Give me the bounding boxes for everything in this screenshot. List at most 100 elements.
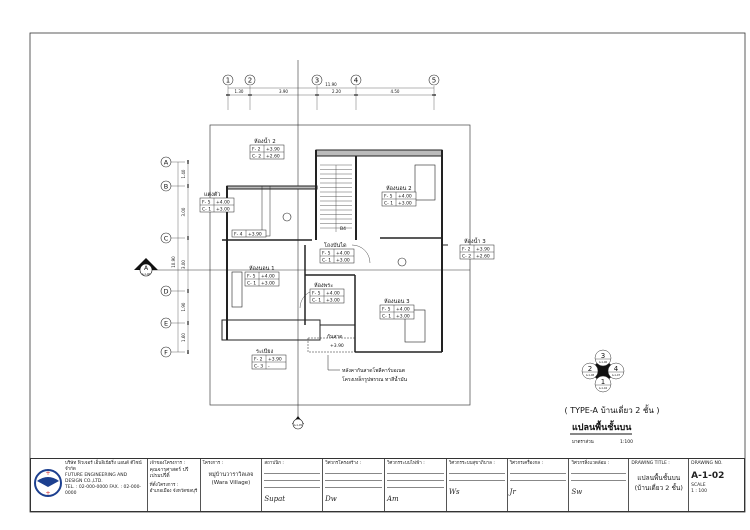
svg-text:+4.00: +4.00 bbox=[396, 307, 410, 313]
room-name: ระเบียง bbox=[256, 348, 274, 355]
room-name: โถงบันได bbox=[324, 241, 347, 249]
type-label: ( TYPE-A บ้านเดี่ยว 2 ชั้น ) bbox=[565, 404, 660, 415]
staircase bbox=[320, 164, 352, 232]
svg-text:F- 5: F- 5 bbox=[202, 200, 211, 206]
svg-text:5: 5 bbox=[432, 77, 436, 85]
sheet-border bbox=[29, 32, 746, 513]
svg-text:+3.00: +3.00 bbox=[216, 207, 230, 213]
grid-bubble-5: 5 bbox=[428, 74, 440, 86]
svg-text:+3.00: +3.00 bbox=[396, 314, 410, 320]
svg-text:C- 3: C- 3 bbox=[254, 364, 263, 370]
plan-frame bbox=[209, 124, 471, 406]
room-tag: ระเบียงF- 2+3.90C- 3- bbox=[251, 348, 287, 370]
electrical-signature: Am bbox=[387, 495, 399, 503]
grid-bubble-B: B bbox=[160, 180, 172, 192]
owner-cell: เจ้าของโครงการ : คุณจารุศาสตร์ ปรีเปรมปร… bbox=[148, 459, 201, 511]
company-name-en: FUTURE ENGINEERING AND DESIGN CO.,LTD. bbox=[65, 473, 128, 484]
environment-label: วิศวกรสิ่งแวดล้อม : bbox=[571, 461, 610, 466]
svg-text:C- 1: C- 1 bbox=[382, 314, 391, 320]
architect-cell: สถาปนิก :Supat bbox=[262, 459, 324, 511]
drawing-title-value: แปลนพื้นชั้นบน bbox=[637, 474, 681, 482]
mechanical-cell: วิศวกรเครื่องกล :Jr bbox=[508, 459, 570, 511]
sanitary-label: วิศวกรระบบสุขาภิบาล : bbox=[448, 461, 495, 466]
svg-text:+4.00: +4.00 bbox=[326, 291, 340, 297]
project-cell: โครงการ : หมู่บ้านวาราวิลเลจ (Wara Villag… bbox=[201, 459, 263, 511]
svg-text:C- 2: C- 2 bbox=[462, 254, 471, 260]
structural-signature: Dw bbox=[325, 495, 337, 503]
svg-text:2: 2 bbox=[248, 77, 252, 85]
svg-text:C- 1: C- 1 bbox=[247, 281, 256, 287]
scale-label: มาตราส่วน bbox=[572, 439, 594, 445]
room-tag: ห้องน้ำ 3F- 2+3.90C- 2+2.60 bbox=[459, 237, 495, 260]
drawing-title: แปลนพื้นชั้นบน bbox=[572, 420, 632, 433]
grid-bubble-C: C bbox=[160, 232, 172, 244]
sanitary-signature: Ws bbox=[448, 488, 460, 496]
svg-text:1: 1 bbox=[601, 378, 605, 386]
stair-label: B4 bbox=[340, 226, 346, 232]
room-tag: ห้องนอน 3F- 5+4.00C- 1+3.00 bbox=[379, 298, 415, 320]
row-dim: 1.40 bbox=[181, 169, 186, 178]
title-block: + + บริษัท ฟิวเจอร์ เอ็นจิเนียริ่ง แอนด์… bbox=[30, 458, 745, 512]
owner-label: เจ้าของโครงการ : bbox=[149, 461, 185, 466]
canopy-level: +3.90 bbox=[330, 343, 344, 349]
svg-text:C- 1: C- 1 bbox=[202, 207, 211, 213]
svg-text:C- 1: C- 1 bbox=[312, 298, 321, 304]
svg-text:F- 5: F- 5 bbox=[312, 291, 321, 297]
room-name: ห้องน้ำ 3 bbox=[464, 237, 486, 245]
owner-name: คุณจารุศาสตร์ ปรีเปรมปรีดิ์ bbox=[149, 467, 189, 479]
grid-bubble-2: 2 bbox=[244, 74, 256, 86]
svg-text:A-1-08: A-1-08 bbox=[586, 373, 595, 377]
svg-text:+4.00: +4.00 bbox=[398, 194, 412, 200]
svg-text:C- 1: C- 1 bbox=[384, 201, 393, 207]
scale-value: 1:100 bbox=[620, 439, 633, 445]
svg-text:A: A bbox=[164, 159, 169, 167]
grid-bubble-D: D bbox=[160, 285, 172, 297]
svg-text:D: D bbox=[163, 288, 168, 296]
site-value: อำเภอเมือง จังหวัดชลบุรี bbox=[149, 489, 198, 494]
column-total-dim: 11.90 bbox=[325, 82, 337, 87]
room-tag: ห้องนอน 2F- 5+4.00C- 1+3.00 bbox=[381, 185, 417, 207]
elevation-marker-3: 3A-1-06 bbox=[594, 349, 612, 367]
company-logo: + + bbox=[34, 469, 62, 497]
grid-bubble-E: E bbox=[160, 317, 172, 329]
svg-text:+4.00: +4.00 bbox=[336, 251, 350, 257]
svg-text:+3.90: +3.90 bbox=[248, 232, 262, 238]
svg-text:+3.90: +3.90 bbox=[268, 357, 282, 363]
section-mark-bottom: A-1-05 bbox=[292, 416, 304, 430]
svg-text:F- 2: F- 2 bbox=[462, 247, 471, 253]
grid-bubble-1: 1 bbox=[222, 74, 234, 86]
svg-text:F: F bbox=[164, 349, 168, 357]
structural-label: วิศวกรโครงสร้าง : bbox=[325, 461, 362, 466]
svg-text:F- 5: F- 5 bbox=[384, 194, 393, 200]
svg-text:2: 2 bbox=[588, 365, 592, 373]
svg-text:-: - bbox=[268, 365, 270, 370]
room-name: ห้องนอน 1 bbox=[249, 265, 275, 272]
drawing-title-label: DRAWING TITLE : bbox=[631, 461, 670, 466]
drawing-title-sub: (บ้านเดี่ยว 2 ชั้น) bbox=[634, 484, 683, 492]
svg-text:C- 2: C- 2 bbox=[252, 154, 261, 160]
svg-text:A-1-07: A-1-07 bbox=[612, 373, 621, 377]
svg-text:+3.00: +3.00 bbox=[261, 281, 275, 287]
column-dim: 4.50 bbox=[391, 89, 400, 94]
project-name-en: (Wara Village) bbox=[211, 480, 251, 486]
section-mark-left: A A-1-06 bbox=[134, 258, 158, 277]
project-label: โครงการ : bbox=[202, 461, 224, 466]
project-name: หมู่บ้านวาราวิลเลจ bbox=[208, 472, 254, 478]
svg-text:3: 3 bbox=[601, 352, 605, 360]
company-name-th: บริษัท ฟิวเจอร์ เอ็นจิเนียริ่ง แอนด์ ดีไ… bbox=[65, 461, 142, 472]
svg-text:3: 3 bbox=[315, 77, 319, 85]
svg-text:F- 2: F- 2 bbox=[252, 147, 261, 153]
row-dim: 1.60 bbox=[181, 333, 186, 342]
room-name: ห้องพระ bbox=[314, 282, 333, 289]
column-dim: 3.90 bbox=[279, 89, 288, 94]
row-dim: 3.00 bbox=[181, 260, 186, 269]
drawing-no-label: DRAWING NO. bbox=[691, 461, 723, 466]
drawing-no-cell: DRAWING NO. A-1-02 SCALE 1 : 100 bbox=[689, 459, 744, 511]
grid-bubble-A: A bbox=[160, 156, 172, 168]
svg-text:+3.90: +3.90 bbox=[476, 247, 490, 253]
svg-text:+3.00: +3.00 bbox=[398, 201, 412, 207]
